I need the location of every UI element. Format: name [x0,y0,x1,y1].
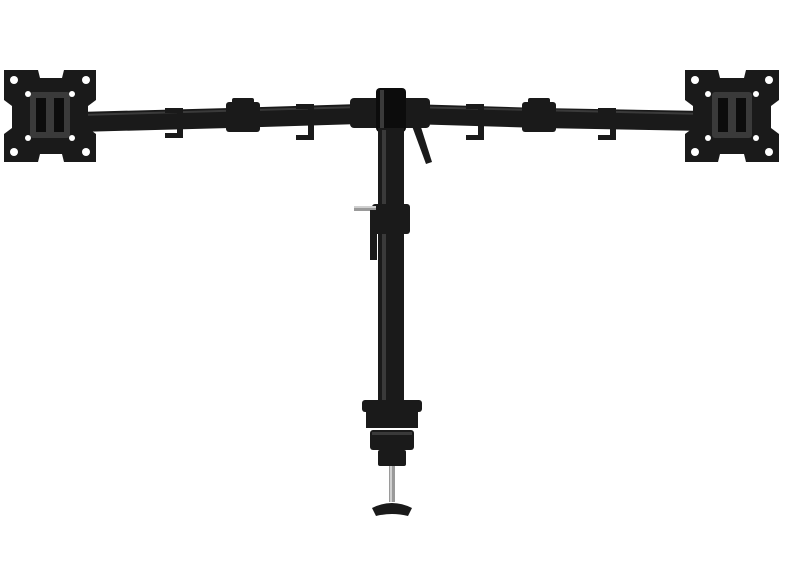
mount-hole [691,148,699,156]
mount-hole [765,76,773,84]
mount-hole [765,148,773,156]
vesa-plate-right-slot [736,98,746,132]
cable-clip [466,104,484,140]
pole-cap-highlight [380,90,384,130]
arm-left-highlight [80,106,360,116]
vertical-pole [354,128,410,412]
mount-hole [69,91,75,97]
collar-bolt [354,206,376,211]
arm-left [78,104,360,132]
joint-left [226,102,260,132]
mount-hole [705,135,711,141]
desk-clamp [362,400,422,516]
clamp-pad [372,503,412,516]
mount-hole [69,135,75,141]
joint-right-cap [528,98,550,104]
mount-hole [10,76,18,84]
cable-clips [165,104,616,140]
tension-lever [412,124,432,164]
vesa-plate-left-slot [36,98,46,132]
mount-hole [25,135,31,141]
cable-clip [598,108,616,140]
mount-hole [82,148,90,156]
vesa-plate-left-slot [54,98,64,132]
height-collar [372,204,410,234]
vesa-plate-right-slot [718,98,728,132]
mount-hole [82,76,90,84]
clamp-highlight [372,432,412,435]
mount-hole [25,91,31,97]
center-hub [350,88,432,164]
vesa-plate-right [685,70,779,162]
clamp-mount [378,450,406,466]
mount-hole [705,91,711,97]
mount-hole [753,135,759,141]
cable-clip [165,108,183,138]
swivel-joints [226,98,556,132]
clamp-screw-highlight [390,466,392,502]
joint-right [522,102,556,132]
joint-left-cap [232,98,254,104]
mount-hole [753,91,759,97]
mount-hole [10,148,18,156]
pole-highlight [382,130,386,410]
clamp-upper-body [366,410,418,428]
vesa-plate-left [4,70,96,162]
mount-hole [691,76,699,84]
clamp-top-plate [362,400,422,412]
collar-tab [370,210,377,260]
cable-clip [296,104,314,140]
pole-body [378,128,404,412]
collar-bolt-highlight [354,206,376,208]
